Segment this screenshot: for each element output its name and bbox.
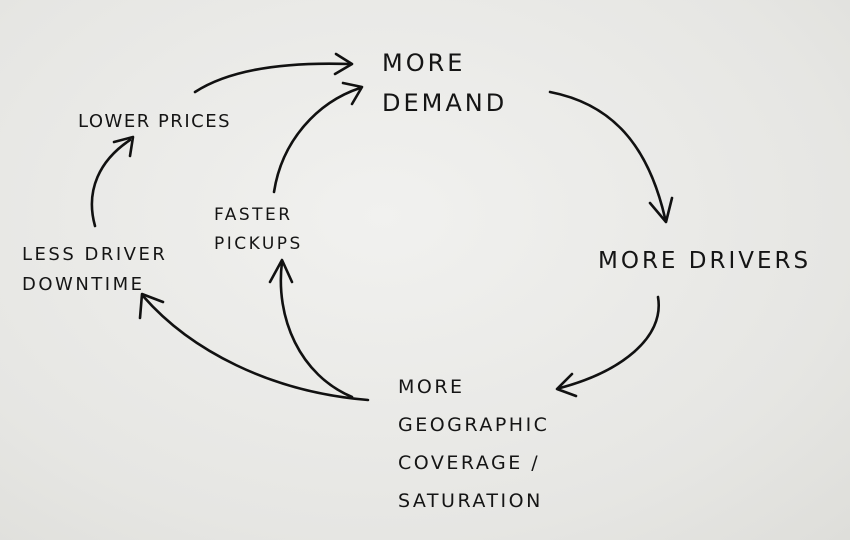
node-label-line: LESS DRIVER — [22, 244, 168, 265]
arrowhead-drivers-to-coverage — [555, 372, 578, 398]
node-label-line: MORE DRIVERS — [598, 248, 812, 274]
node-more-demand: MORE DEMAND — [382, 43, 507, 123]
arrowhead-pickups-to-demand — [341, 81, 364, 106]
arrow-prices-to-demand — [193, 62, 352, 94]
node-label-line: DOWNTIME — [22, 274, 145, 295]
node-more-drivers: MORE DRIVERS — [598, 245, 811, 277]
arrow-coverage-to-downtime — [141, 294, 370, 402]
node-label-line: SATURATION — [398, 490, 543, 512]
node-label-line: FASTER — [214, 205, 293, 225]
arrowhead-coverage-to-pickups — [268, 258, 294, 284]
node-label-line: MORE — [382, 49, 466, 77]
arrow-downtime-to-prices — [90, 138, 132, 228]
arrow-demand-to-drivers — [548, 90, 667, 220]
arrowhead-downtime-to-prices — [112, 135, 135, 158]
node-faster-pickups: FASTER PICKUPS — [214, 201, 303, 259]
node-label-line: DEMAND — [382, 89, 508, 117]
node-label-line: PICKUPS — [214, 234, 303, 254]
arrowhead-coverage-to-downtime — [138, 292, 165, 320]
arrow-coverage-to-pickups — [279, 260, 354, 399]
arrow-drivers-to-coverage — [558, 295, 661, 390]
node-geographic-coverage: MORE GEOGRAPHIC COVERAGE / SATURATION — [398, 368, 549, 520]
arrowhead-demand-to-drivers — [648, 196, 674, 224]
node-label-line: GEOGRAPHIC — [398, 414, 550, 436]
arrow-pickups-to-demand — [272, 86, 362, 194]
arrowhead-prices-to-demand — [333, 52, 354, 76]
node-label-line: COVERAGE / — [398, 452, 541, 474]
node-label-line: MORE — [398, 376, 465, 398]
node-lower-prices: LOWER PRICES — [78, 106, 231, 138]
node-label-line: LOWER PRICES — [78, 111, 231, 132]
node-less-driver-downtime: LESS DRIVER DOWNTIME — [22, 240, 167, 300]
